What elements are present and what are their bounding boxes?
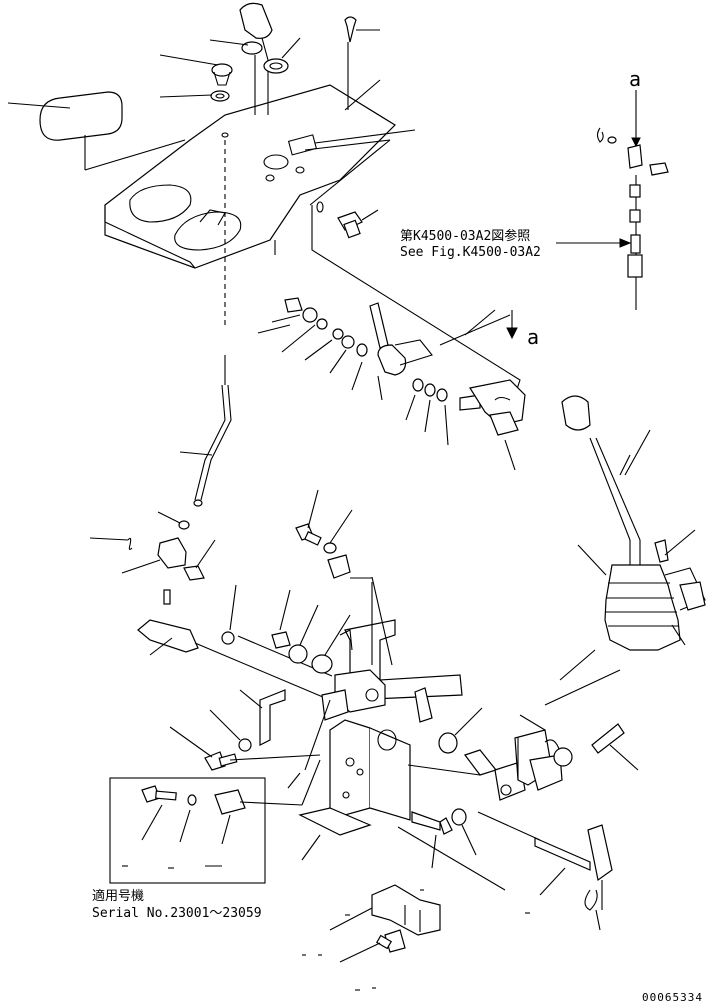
cable-assembly (556, 90, 669, 310)
middle-linkage (257, 297, 518, 401)
floor-mat (7, 91, 123, 141)
center-bolts (221, 489, 353, 674)
left-clamp (89, 537, 216, 656)
reference-label-en: See Fig.K4500-03A2 (400, 245, 541, 260)
serial-label-en: Serial No.23001～23059 (92, 906, 262, 921)
serial-label-jp: 適用号機 (92, 889, 145, 904)
top-lever-parts (159, 2, 416, 206)
left-bracket (169, 689, 321, 771)
shift-lever (544, 395, 706, 706)
reference-label-jp: 第K4500-03A2図参照 (400, 229, 531, 244)
main-bracket (287, 576, 481, 869)
serial-note-box (109, 759, 321, 884)
lower-bracket (302, 884, 441, 991)
view-marker-top: a (629, 67, 642, 91)
right-linkage (397, 707, 639, 931)
floor-plate (84, 84, 396, 269)
drawing-number: 00065334 (642, 991, 703, 1004)
view-marker-middle: a (527, 325, 540, 349)
left-rod (157, 384, 232, 530)
floor-bolt (337, 209, 379, 239)
right-bracket (405, 378, 526, 471)
